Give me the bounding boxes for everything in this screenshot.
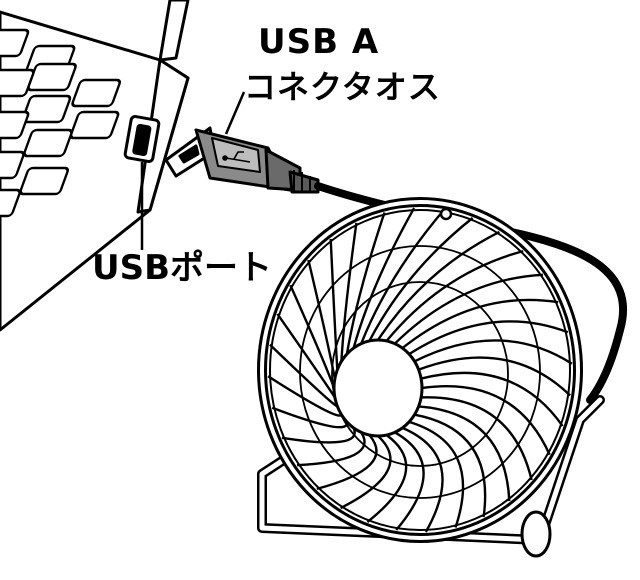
fan-grille-wire [394,431,425,531]
fan-grille-wire [393,273,544,345]
fan-grille-wire [360,209,445,345]
laptop-keyboard [0,28,122,218]
fan-grille-wire [276,313,336,399]
connector-label-line1: USB A [258,22,380,62]
fan-grille-wire [377,230,500,341]
fan-grille-wire [307,259,336,379]
fan-grille-wire [289,284,336,389]
fan-grille-wire [340,222,358,362]
fan-grille-wires [267,207,573,533]
fan-grille-wire [421,396,533,481]
fan-grille-wire [281,427,356,444]
fan-grille-wire [352,207,416,349]
laptop [0,0,190,332]
fan-hub [332,338,424,438]
fan-grille-wire [421,384,551,456]
fan-grille-wire [420,371,564,427]
fan-grille-wire [329,238,339,370]
connector-leader-line [224,91,246,135]
laptop-screen-edge [158,0,190,62]
fan-grille-wire [414,339,573,365]
fan-grille-wire [368,217,474,342]
fan-grille-wire [408,320,569,356]
fan-grille-wire [418,356,571,397]
fan-grille-wire [366,434,408,523]
fan-grille-wire [340,435,392,510]
fan-grille-wire [271,406,349,429]
fan-grille-wire [401,298,559,350]
fan-grille-wire [408,420,465,528]
port-label: USBポート [92,248,273,288]
fan-grille-wire [401,426,444,533]
desk-fan [257,197,605,558]
fan-knob [520,510,552,558]
fan-grille-wire [296,431,366,467]
fan-grille-wire [385,249,524,342]
fan-grille-wire [316,434,378,491]
fan-grille-wire [345,212,386,355]
leader-lines [140,91,246,250]
fan-grille-wire [418,405,511,502]
usb-a-plug [164,126,320,194]
fan-grille-wire [414,413,487,518]
connector-label-line2: コネクタオス [244,68,441,106]
